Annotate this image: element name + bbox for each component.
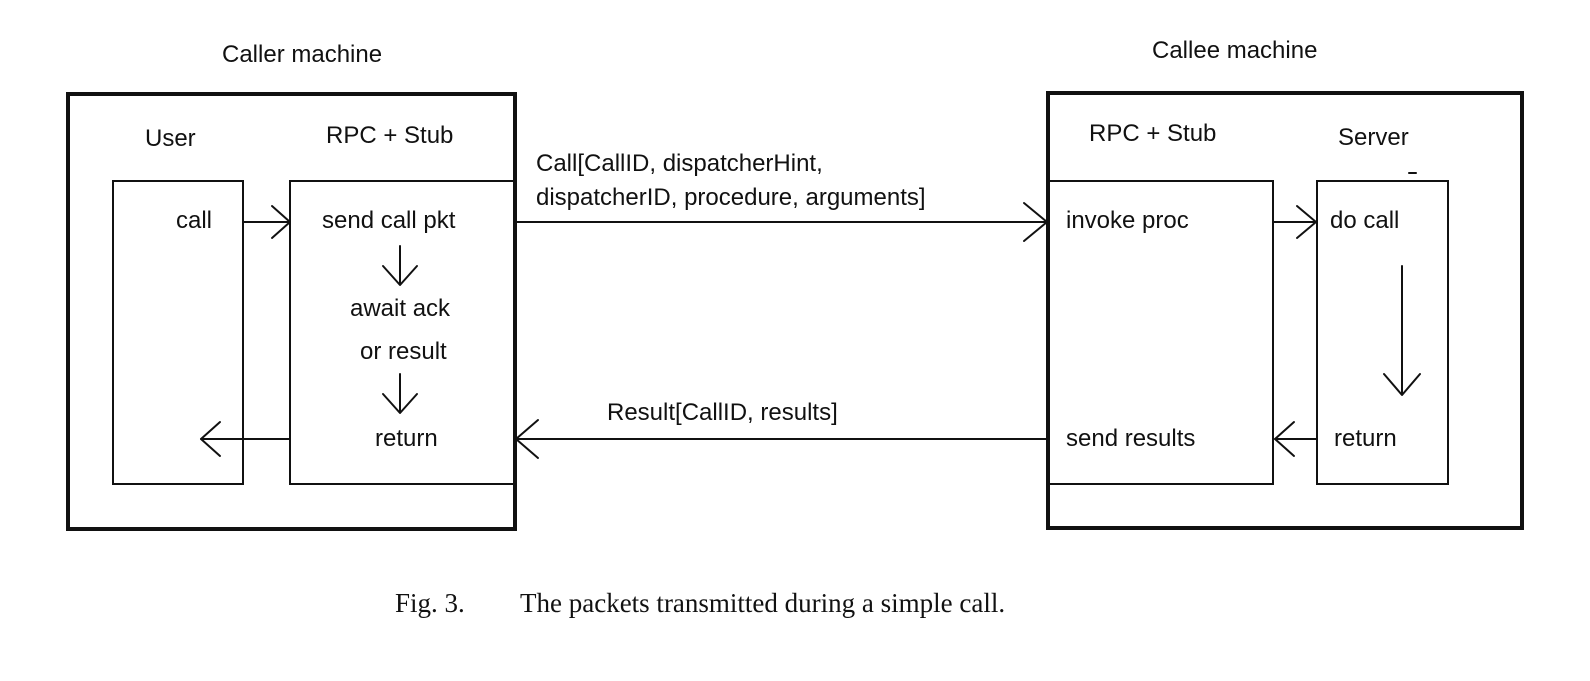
figure-caption-text: The packets transmitted during a simple …	[520, 588, 1005, 618]
caller-stub-box	[289, 180, 516, 485]
or-result-label: or result	[360, 338, 447, 365]
send-results-label: send results	[1066, 425, 1195, 452]
invoke-proc-label: invoke proc	[1066, 207, 1189, 234]
figure-label: Fig. 3.	[395, 588, 465, 618]
server-heading: Server	[1338, 124, 1409, 151]
user-heading: User	[145, 125, 196, 152]
arrow-server-down	[1383, 265, 1421, 396]
user-call-label: call	[176, 207, 212, 234]
caller-machine-title: Caller machine	[222, 41, 382, 68]
arrow-down-await	[382, 245, 418, 286]
arrow-result-packet	[515, 419, 1048, 459]
callee-stub-box	[1047, 180, 1274, 485]
arrow-invoke-to-server	[1272, 205, 1317, 239]
server-return-label: return	[1334, 425, 1397, 452]
callee-stub-heading: RPC + Stub	[1089, 120, 1216, 147]
do-call-label: do call	[1330, 207, 1399, 234]
server-box	[1316, 180, 1449, 485]
send-call-pkt-label: send call pkt	[322, 207, 456, 234]
arrow-down-return	[382, 373, 418, 414]
user-box	[112, 180, 244, 485]
callee-machine-title: Callee machine	[1152, 37, 1317, 64]
await-ack-label: await ack	[350, 295, 451, 322]
call-packet-label-line2: dispatcherID, procedure, arguments]	[536, 184, 926, 211]
caller-stub-heading: RPC + Stub	[326, 122, 453, 149]
result-packet-label: Result[CallID, results]	[607, 399, 838, 426]
arrow-user-to-stub	[242, 205, 291, 239]
arrow-call-packet	[514, 202, 1048, 242]
caller-return-label: return	[375, 425, 438, 452]
arrow-return-to-user	[200, 421, 290, 457]
arrow-server-return	[1274, 421, 1318, 457]
callee-machine-frame	[1046, 91, 1524, 530]
call-packet-label-line1: Call[CallID, dispatcherHint,	[536, 150, 823, 177]
